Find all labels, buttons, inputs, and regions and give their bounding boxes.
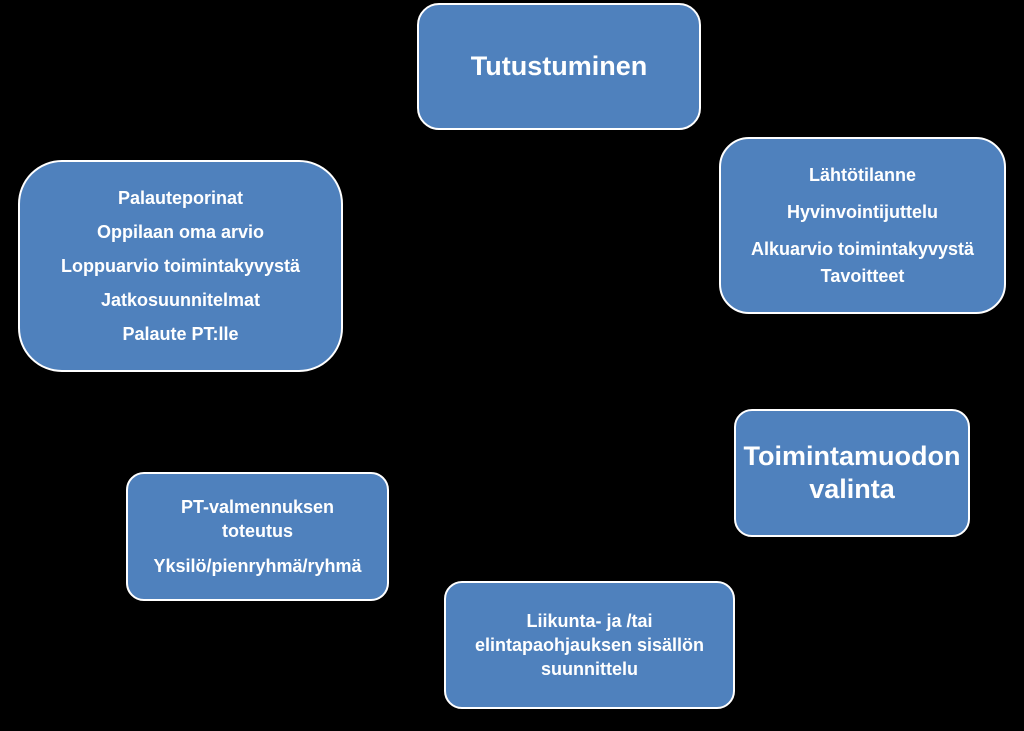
- step-tutustuminen: Tutustuminen: [417, 3, 701, 130]
- step-toimintamuodon-valinta-line-1: Toimintamuodon: [743, 441, 961, 471]
- step-arviointi-line-5: Palaute PT:lle: [122, 324, 239, 344]
- step-lahtotilanne-line-3: Alkuarvio toimintakyvystä: [750, 238, 975, 259]
- step-sisallon-suunnittelu-line-3: suunnittelu: [541, 659, 638, 679]
- step-sisallon-suunnittelu: Liikunta- ja /tai elintapaohjauksen sisä…: [444, 581, 735, 709]
- step-arviointi-line-2: Oppilaan oma arvio: [96, 222, 265, 242]
- step-tutustuminen-title: Tutustuminen: [470, 51, 648, 81]
- step-lahtotilanne: Lähtötilanne Hyvinvointijuttelu Alkuarvi…: [719, 137, 1006, 314]
- step-lahtotilanne-line-4: Tavoitteet: [820, 265, 905, 286]
- step-pt-toteutus: PT-valmennuksen toteutus Yksilö/pienryhm…: [126, 472, 389, 601]
- step-pt-toteutus-line-3: Yksilö/pienryhmä/ryhmä: [153, 556, 362, 576]
- step-sisallon-suunnittelu-line-2: elintapaohjauksen sisällön: [474, 635, 705, 655]
- step-toimintamuodon-valinta: Toimintamuodon valinta: [734, 409, 970, 537]
- step-pt-toteutus-line-1: PT-valmennuksen: [180, 497, 335, 517]
- step-sisallon-suunnittelu-line-1: Liikunta- ja /tai: [526, 611, 653, 631]
- step-arviointi-line-4: Jatkosuunnitelmat: [100, 290, 261, 310]
- step-arviointi: Palauteporinat Oppilaan oma arvio Loppua…: [18, 160, 343, 372]
- step-toimintamuodon-valinta-line-2: valinta: [809, 474, 895, 504]
- step-lahtotilanne-line-2: Hyvinvointijuttelu: [786, 201, 938, 222]
- step-pt-toteutus-line-2: toteutus: [222, 521, 293, 541]
- step-arviointi-line-1: Palauteporinat: [117, 188, 244, 208]
- step-lahtotilanne-line-1: Lähtötilanne: [809, 164, 916, 185]
- step-arviointi-line-3: Loppuarvio toimintakyvystä: [60, 256, 301, 276]
